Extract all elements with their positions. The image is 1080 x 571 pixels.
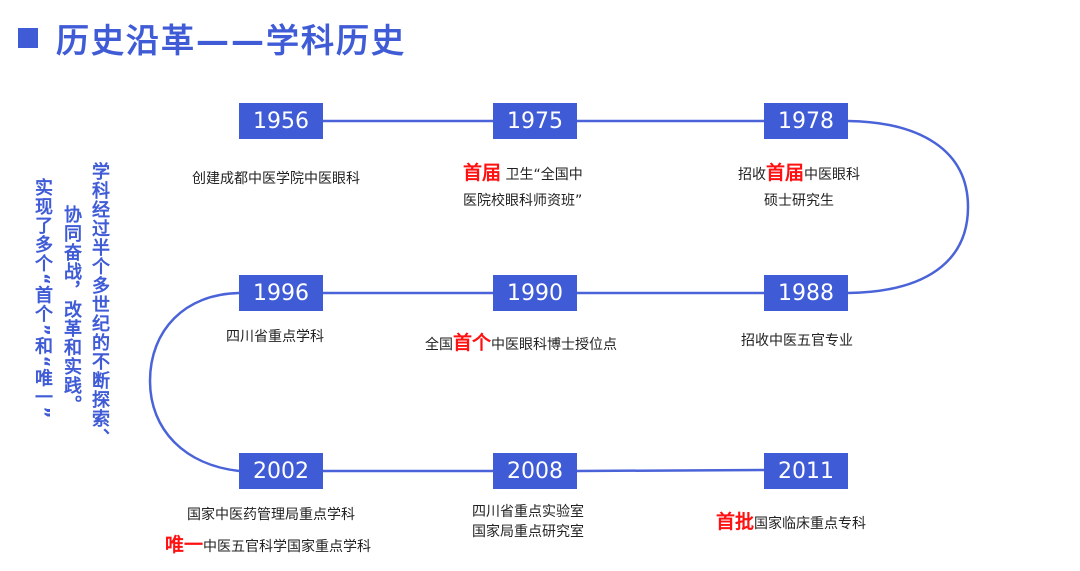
year-box-1975: 1975 xyxy=(493,103,577,139)
highlight-text: 唯一 xyxy=(165,534,204,556)
milestone-text-pre: 全国 xyxy=(425,337,453,353)
milestone-1996: 四川省重点学科 xyxy=(226,324,324,350)
milestone-text: 四川省重点学科 xyxy=(226,329,324,345)
year-box-1988: 1988 xyxy=(764,275,848,311)
milestone-text-line2: 医院校眼科师资班” xyxy=(463,193,583,209)
side-text-col2: 协同奋战，改革和实践。 xyxy=(61,205,82,414)
milestone-1988: 招收中医五官专业 xyxy=(741,328,853,354)
milestone-text: 四川省重点实验室 xyxy=(472,504,584,520)
milestone-1956: 创建成都中医学院中医眼科 xyxy=(192,166,360,192)
milestone-2011: 首批国家临床重点专科 xyxy=(716,509,866,537)
year-box-1996: 1996 xyxy=(239,275,323,311)
highlight-text: 首届 xyxy=(463,162,502,184)
milestone-text: 中医眼科博士授位点 xyxy=(491,337,618,353)
milestone-1975: 首届 卫生“全国中 医院校眼科师资班” xyxy=(463,160,583,214)
year-box-1956: 1956 xyxy=(239,103,323,139)
highlight-text: 首个 xyxy=(453,332,492,354)
highlight-text: 首批 xyxy=(716,511,755,533)
square-bullet-icon xyxy=(18,28,38,48)
year-box-2008: 2008 xyxy=(493,453,577,489)
year-box-2002: 2002 xyxy=(239,453,323,489)
milestone-2002: 国家中医药管理局重点学科 唯一中医五官科学国家重点学科 xyxy=(165,500,371,562)
milestone-text: 国家临床重点专科 xyxy=(754,516,867,532)
page-title: 历史沿革——学科历史 xyxy=(56,21,406,60)
milestone-1990: 全国首个中医眼科博士授位点 xyxy=(425,330,617,358)
side-text-col3: 实现了多个“首个”和“唯一” xyxy=(32,178,53,420)
milestone-text: 招收中医五官专业 xyxy=(741,333,853,349)
milestone-text-line2: 硕士研究生 xyxy=(764,193,834,209)
side-text-col1: 学科经过半个多世纪的不断探索、 xyxy=(89,162,110,447)
year-box-2011: 2011 xyxy=(764,453,848,489)
milestone-text-pre: 招收 xyxy=(738,167,766,183)
milestone-text: 国家中医药管理局重点学科 xyxy=(187,507,355,523)
milestone-text: 卫生“全国中 xyxy=(501,167,583,183)
year-box-1978: 1978 xyxy=(764,103,848,139)
milestone-text-line2: 国家局重点研究室 xyxy=(472,524,584,540)
milestone-text: 创建成都中医学院中医眼科 xyxy=(192,171,360,187)
highlight-text: 首届 xyxy=(766,162,805,184)
milestone-text: 中医眼科 xyxy=(804,167,861,183)
page-header: 历史沿革——学科历史 xyxy=(18,14,406,62)
milestone-1978: 招收首届中医眼科 硕士研究生 xyxy=(738,160,860,214)
milestone-text-line2: 中医五官科学国家重点学科 xyxy=(203,539,372,555)
milestone-2008: 四川省重点实验室 国家局重点研究室 xyxy=(472,502,584,542)
year-box-1990: 1990 xyxy=(493,275,577,311)
